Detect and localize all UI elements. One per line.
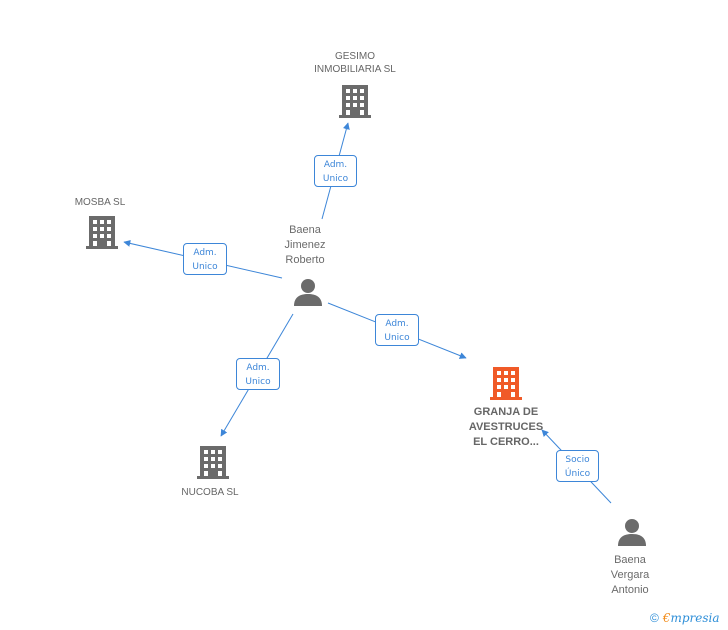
role-line: Adm. xyxy=(385,319,409,329)
edge-label-granja[interactable]: Adm. Unico xyxy=(375,314,419,346)
person-name-line: Antonio xyxy=(611,584,649,596)
company-name-line: MOSBA SL xyxy=(74,197,126,208)
building-icon[interactable] xyxy=(490,367,522,400)
person-icon[interactable] xyxy=(294,279,322,306)
person-name-line: Vergara xyxy=(610,569,650,581)
person-name-line: Roberto xyxy=(285,254,325,266)
person-name-line: Baena xyxy=(289,224,321,236)
person-name-line: Jimenez xyxy=(284,239,326,251)
company-name-line: AVESTRUCES xyxy=(468,421,544,433)
person-icon[interactable] xyxy=(618,519,646,546)
edge-label-nucoba[interactable]: Adm. Unico xyxy=(236,358,280,390)
role-line: Adm. xyxy=(246,363,270,373)
company-name-line: INMOBILIARIA SL xyxy=(314,64,396,75)
role-line: Unico xyxy=(322,174,349,184)
edge-label-gesimo[interactable]: Adm. Unico xyxy=(314,155,357,187)
role-line: Adm. xyxy=(193,248,217,258)
role-line: Unico xyxy=(245,377,271,387)
role-line: Único xyxy=(564,469,591,479)
company-label-gesimo[interactable]: GESIMO INMOBILIARIA SL xyxy=(300,50,410,76)
company-name-line: GRANJA DE xyxy=(473,406,539,418)
person-label-roberto[interactable]: Baena Jimenez Roberto xyxy=(265,223,345,268)
role-line: Adm. xyxy=(323,160,348,170)
building-icon[interactable] xyxy=(339,85,371,118)
company-name-line: EL CERRO... xyxy=(473,436,539,448)
edge-label-mosba[interactable]: Adm. Unico xyxy=(183,243,227,275)
role-line: Unico xyxy=(384,333,410,343)
brand-logo-text: mpresia xyxy=(670,611,720,625)
company-label-granja[interactable]: GRANJA DE AVESTRUCES EL CERRO... xyxy=(451,405,561,450)
company-name-line: NUCOBA SL xyxy=(181,487,239,498)
person-name-line: Baena xyxy=(614,554,646,566)
company-label-nucoba[interactable]: NUCOBA SL xyxy=(160,486,260,499)
building-icon[interactable] xyxy=(86,216,118,249)
brand-footer[interactable]: ©€mpresia xyxy=(650,611,720,625)
edge-label-antonio-granja[interactable]: Socio Único xyxy=(556,450,599,482)
company-name-line: GESIMO xyxy=(334,51,375,62)
copyright-symbol: © xyxy=(650,611,659,625)
role-line: Socio xyxy=(565,455,590,465)
building-icon[interactable] xyxy=(197,446,229,479)
company-label-mosba[interactable]: MOSBA SL xyxy=(50,196,150,209)
brand-logo-mark: € xyxy=(662,611,671,625)
role-line: Unico xyxy=(192,262,218,272)
person-label-antonio[interactable]: Baena Vergara Antonio xyxy=(590,553,670,598)
